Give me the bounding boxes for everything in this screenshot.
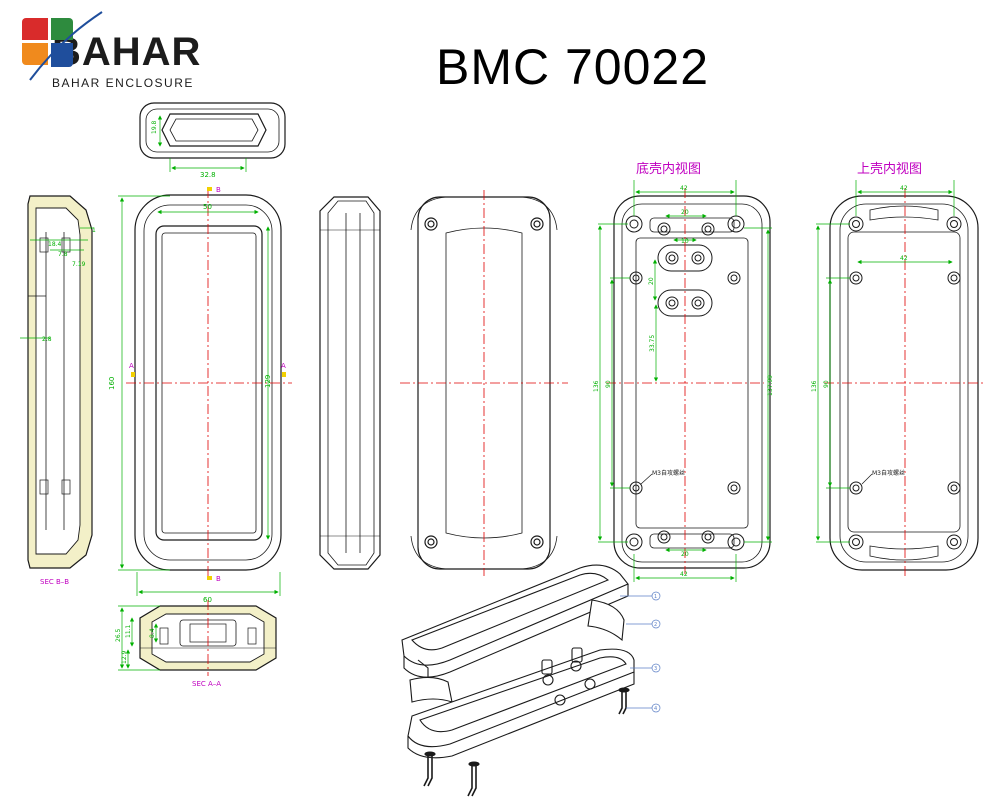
dim-top-height: 19.8 (151, 120, 158, 134)
bottom-inner-dimensions (597, 180, 772, 582)
top-inner-view (829, 195, 979, 571)
dim-front-inner: 129 (264, 375, 272, 388)
a-mark-right: A (281, 362, 286, 370)
b-mark-bottom: B (216, 575, 221, 583)
b-marker-bottom (207, 576, 212, 580)
title-top-inner: 上壳内视图 (857, 161, 922, 177)
section-aa-view (118, 600, 277, 676)
dim-secbb-1: 1 (92, 227, 96, 234)
dim-front-top: 50 (203, 203, 212, 211)
a-marker-left (131, 372, 135, 377)
dim-bot-20v: 20 (648, 277, 655, 285)
note-m3-bottom: M3自攻螺丝 (652, 469, 685, 477)
note-m3-top: M3自攻螺丝 (872, 469, 905, 477)
dim-bot-90: 90 (605, 380, 612, 388)
a-mark-left: A (129, 362, 134, 370)
dim-bot-20a: 20 (681, 209, 689, 216)
section-bb-view (20, 195, 94, 569)
dim-bot-bottom-w: 42 (680, 571, 688, 578)
dim-secaa-8-4: 8.4 (149, 628, 156, 638)
dim-bot-137-99: 137.99 (767, 375, 774, 396)
dim-bot-136: 136 (593, 380, 600, 392)
back-view (410, 196, 558, 570)
callout-4: 4 (654, 706, 657, 712)
dim-secbb-18-4: 18.4 (48, 241, 62, 248)
callout-2: 2 (654, 622, 657, 628)
dim-top-top-w: 42 (900, 185, 908, 192)
b-marker-top (207, 187, 212, 191)
b-mark-top: B (216, 186, 221, 194)
dim-bot-33-75: 33.75 (649, 335, 656, 352)
dim-top-inner-w: 42 (900, 255, 908, 262)
logo-wordmark: BAHAR (52, 30, 202, 74)
callout-leaders (620, 591, 661, 713)
dim-secaa-11-1: 11.1 (125, 624, 132, 638)
dim-secaa-12-9: 12.9 (121, 650, 128, 664)
dim-top-width: 32.8 (200, 171, 216, 179)
dim-secbb-7-19: 7.19 (72, 261, 86, 268)
model-number: BMC 70022 (436, 39, 710, 95)
dim-secbb-2-8: 2.8 (42, 336, 52, 343)
title-bottom-inner: 底壳内视图 (636, 161, 701, 177)
side-view (319, 196, 381, 570)
logo-mark (22, 11, 103, 81)
dim-secbb-7-8: 7.8 (58, 251, 68, 258)
dim-front-height: 160 (108, 377, 116, 390)
top-inner-dimensions (815, 180, 955, 543)
label-sec-bb: SEC B–B (40, 578, 69, 586)
dim-bot-20b: 20 (681, 551, 689, 558)
top-view (139, 102, 286, 172)
dim-bot-10: 10 (681, 238, 689, 245)
callout-1: 1 (654, 594, 657, 600)
dim-front-width: 60 (203, 596, 212, 604)
bottom-inner-view (613, 195, 771, 569)
logo-subtitle: BAHAR ENCLOSURE (52, 76, 194, 90)
dim-top-136: 136 (811, 380, 818, 392)
a-marker-right (282, 372, 286, 377)
dim-top-90: 90 (823, 380, 830, 388)
dim-bot-top-w: 42 (680, 185, 688, 192)
front-dimensions (118, 195, 281, 596)
dim-secaa-26-5: 26.5 (115, 628, 122, 642)
label-sec-aa: SEC A–A (192, 680, 221, 688)
exploded-view (401, 564, 635, 797)
callout-3: 3 (654, 666, 657, 672)
